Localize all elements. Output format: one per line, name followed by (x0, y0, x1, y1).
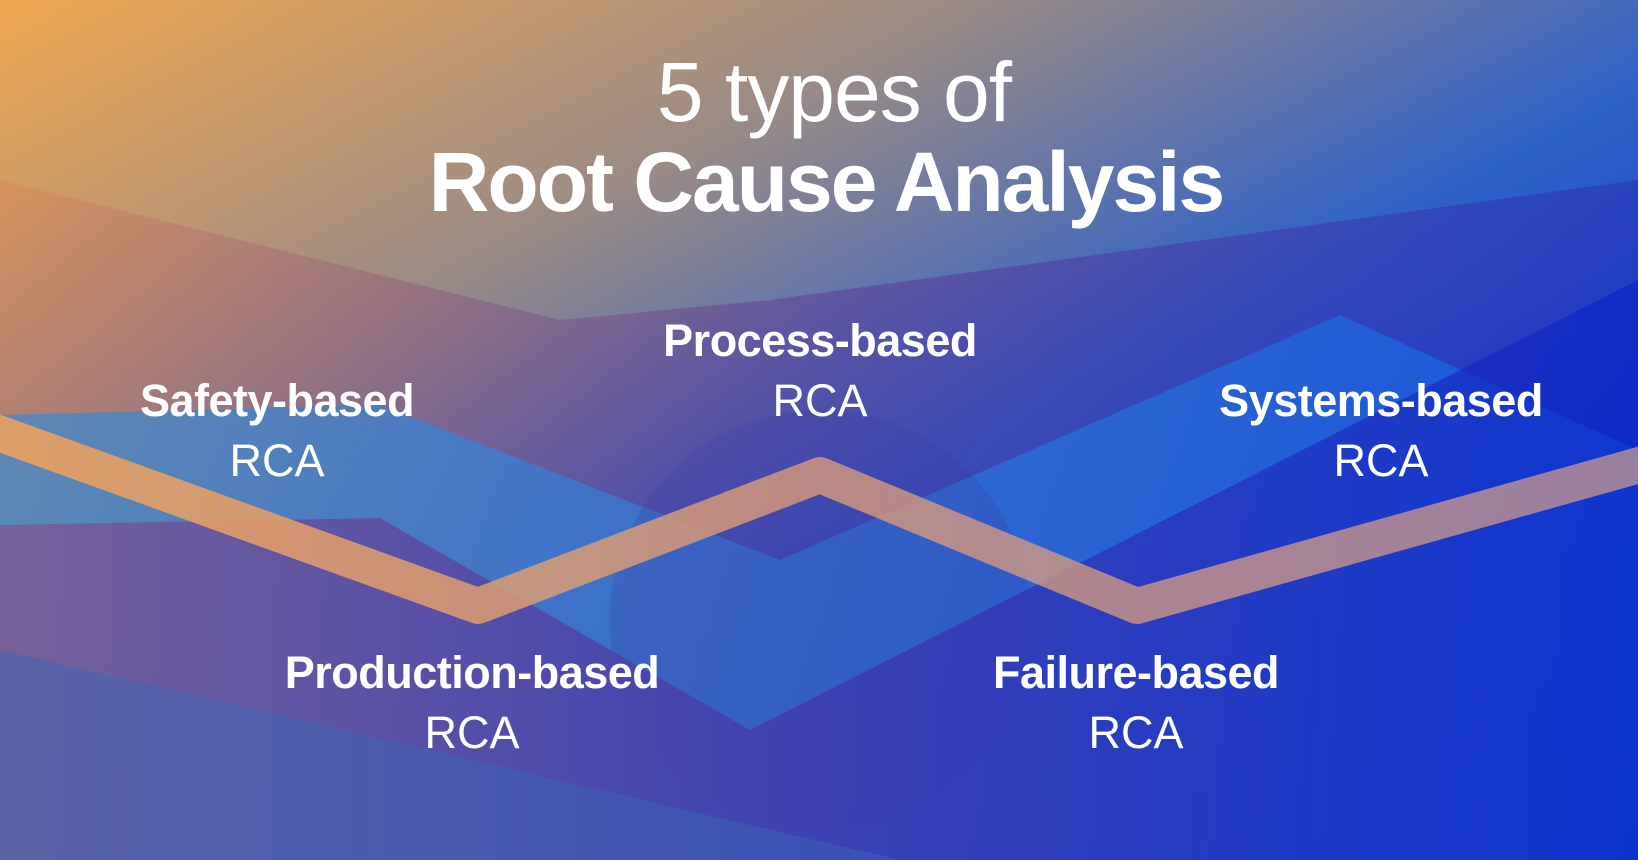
zigzag-line (0, 414, 1638, 624)
title-line-2: Root Cause Analysis (428, 135, 1225, 229)
systems-based-label: Systems-based (1219, 375, 1543, 426)
systems-based-rca-label: RCA (1333, 435, 1429, 486)
failure-based-rca-label: RCA (1088, 707, 1184, 758)
lower-band-shape (0, 280, 1638, 860)
safety-based-label: Safety-based (139, 375, 415, 426)
failure-based-label: Failure-based (992, 647, 1280, 698)
production-based-rca-label: RCA (424, 707, 520, 758)
bottom-wedge-shape (0, 650, 900, 860)
safety-based-rca-label: RCA (229, 435, 325, 486)
production-based-label: Production-based (284, 647, 660, 698)
process-based-label: Process-based (663, 315, 977, 366)
process-based-rca-label: RCA (772, 375, 868, 426)
title-line-1: 5 types of (656, 45, 1012, 139)
